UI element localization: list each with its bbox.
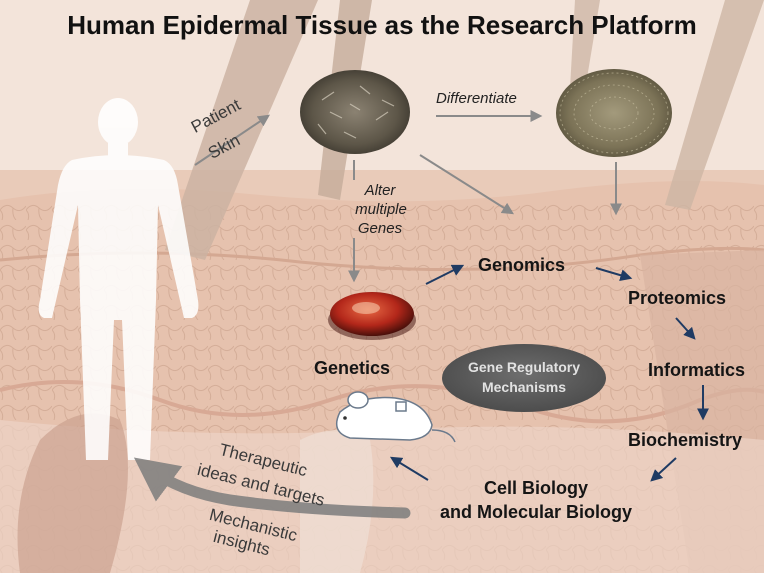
biochemistry-node: Biochemistry xyxy=(628,430,743,450)
cell-biology-node: Cell Biology xyxy=(483,478,588,498)
molecular-biology-node: and Molecular Biology xyxy=(439,502,633,522)
informatics-node: Informatics xyxy=(648,360,746,380)
genetics-node: Genetics xyxy=(314,358,391,378)
alter-label: Alter xyxy=(364,182,396,199)
gene-regulatory-label: Gene Regulatory xyxy=(467,359,581,375)
proteomics-node: Proteomics xyxy=(628,288,727,308)
mechanisms-label: Mechanisms xyxy=(481,379,567,395)
genomics-node: Genomics xyxy=(478,255,566,275)
differentiate-label: Differentiate xyxy=(436,90,517,107)
page-title: Human Epidermal Tissue as the Research P… xyxy=(67,10,697,40)
multiple-label: multiple xyxy=(355,201,407,218)
genes-label: Genes xyxy=(357,220,403,237)
